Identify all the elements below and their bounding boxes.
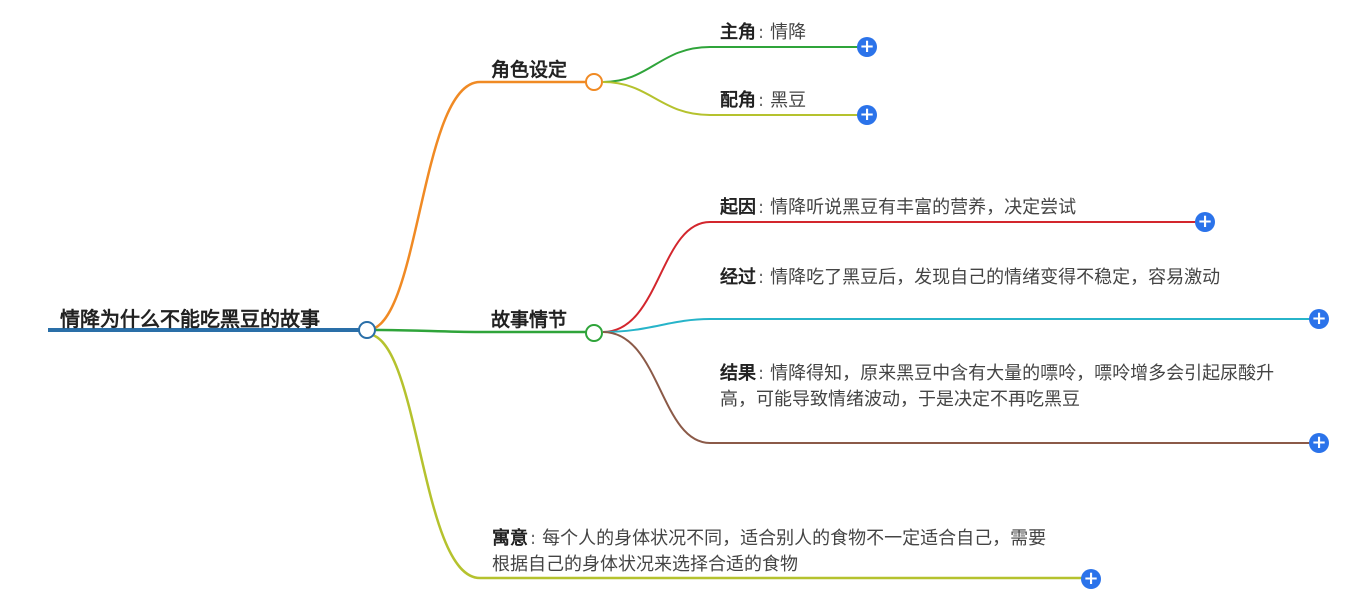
leaf-protagonist[interactable]: 主角:情降 (720, 22, 807, 43)
expand-process-plus-icon[interactable]: + (1309, 309, 1329, 329)
branch-meaning[interactable]: 寓意:每个人的身体状况不同，适合别人的食物不一定适合自己，需要根据自己的身体状况… (492, 528, 1047, 575)
expand-result-plus-icon[interactable]: + (1309, 433, 1329, 453)
root-topic[interactable]: 情降为什么不能吃黑豆的故事 (60, 307, 320, 331)
leaf-key: 经过 (720, 267, 756, 288)
leaf-cause[interactable]: 起因:情降听说黑豆有丰富的营养，决定尝试 (720, 197, 1077, 218)
connector-story (374, 328, 586, 334)
leaf-value: 情降听说黑豆有丰富的营养，决定尝试 (770, 197, 1077, 218)
leaf-key: 配角 (720, 90, 756, 111)
leaf-result[interactable]: 结果:情降得知，原来黑豆中含有大量的嘌呤，嘌呤增多会引起尿酸升高，可能导致情绪波… (720, 363, 1275, 410)
leaf-key: 结果 (720, 363, 756, 384)
leaf-value: 黑豆 (770, 90, 807, 111)
expand-cause-plus-icon[interactable]: + (1195, 212, 1215, 232)
connector-meaning (366, 332, 1082, 580)
connector-support (602, 81, 858, 116)
leaf-key: 起因 (720, 197, 756, 218)
expand-meaning-plus-icon[interactable]: + (1081, 569, 1101, 589)
leaf-value: 情降 (770, 22, 807, 43)
branch-story[interactable]: 故事情节 (491, 309, 568, 331)
leaf-key: 主角 (720, 22, 756, 43)
root-node-dot[interactable] (358, 321, 376, 339)
leaf-value: 情降得知，原来黑豆中含有大量的嘌呤，嘌呤增多会引起尿酸升高，可能导致情绪波动，于… (720, 363, 1275, 410)
roles-node-dot[interactable] (585, 73, 603, 91)
connector-cause (602, 221, 1196, 333)
connector-result (602, 331, 1310, 444)
connector-roles (366, 80, 586, 332)
expand-support-plus-icon[interactable]: + (857, 105, 877, 125)
branch-roles[interactable]: 角色设定 (491, 59, 568, 81)
leaf-value: 每个人的身体状况不同，适合别人的食物不一定适合自己，需要根据自己的身体状况来选择… (492, 528, 1047, 575)
leaf-key: 寓意 (492, 528, 528, 549)
leaf-support[interactable]: 配角:黑豆 (720, 90, 807, 111)
expand-protagonist-plus-icon[interactable]: + (857, 37, 877, 57)
connector-process (602, 318, 1310, 333)
leaf-value: 情降吃了黑豆后，发现自己的情绪变得不稳定，容易激动 (770, 267, 1221, 288)
connector-protagonist (602, 46, 858, 83)
story-node-dot[interactable] (585, 324, 603, 342)
leaf-process[interactable]: 经过:情降吃了黑豆后，发现自己的情绪变得不稳定，容易激动 (720, 267, 1221, 288)
